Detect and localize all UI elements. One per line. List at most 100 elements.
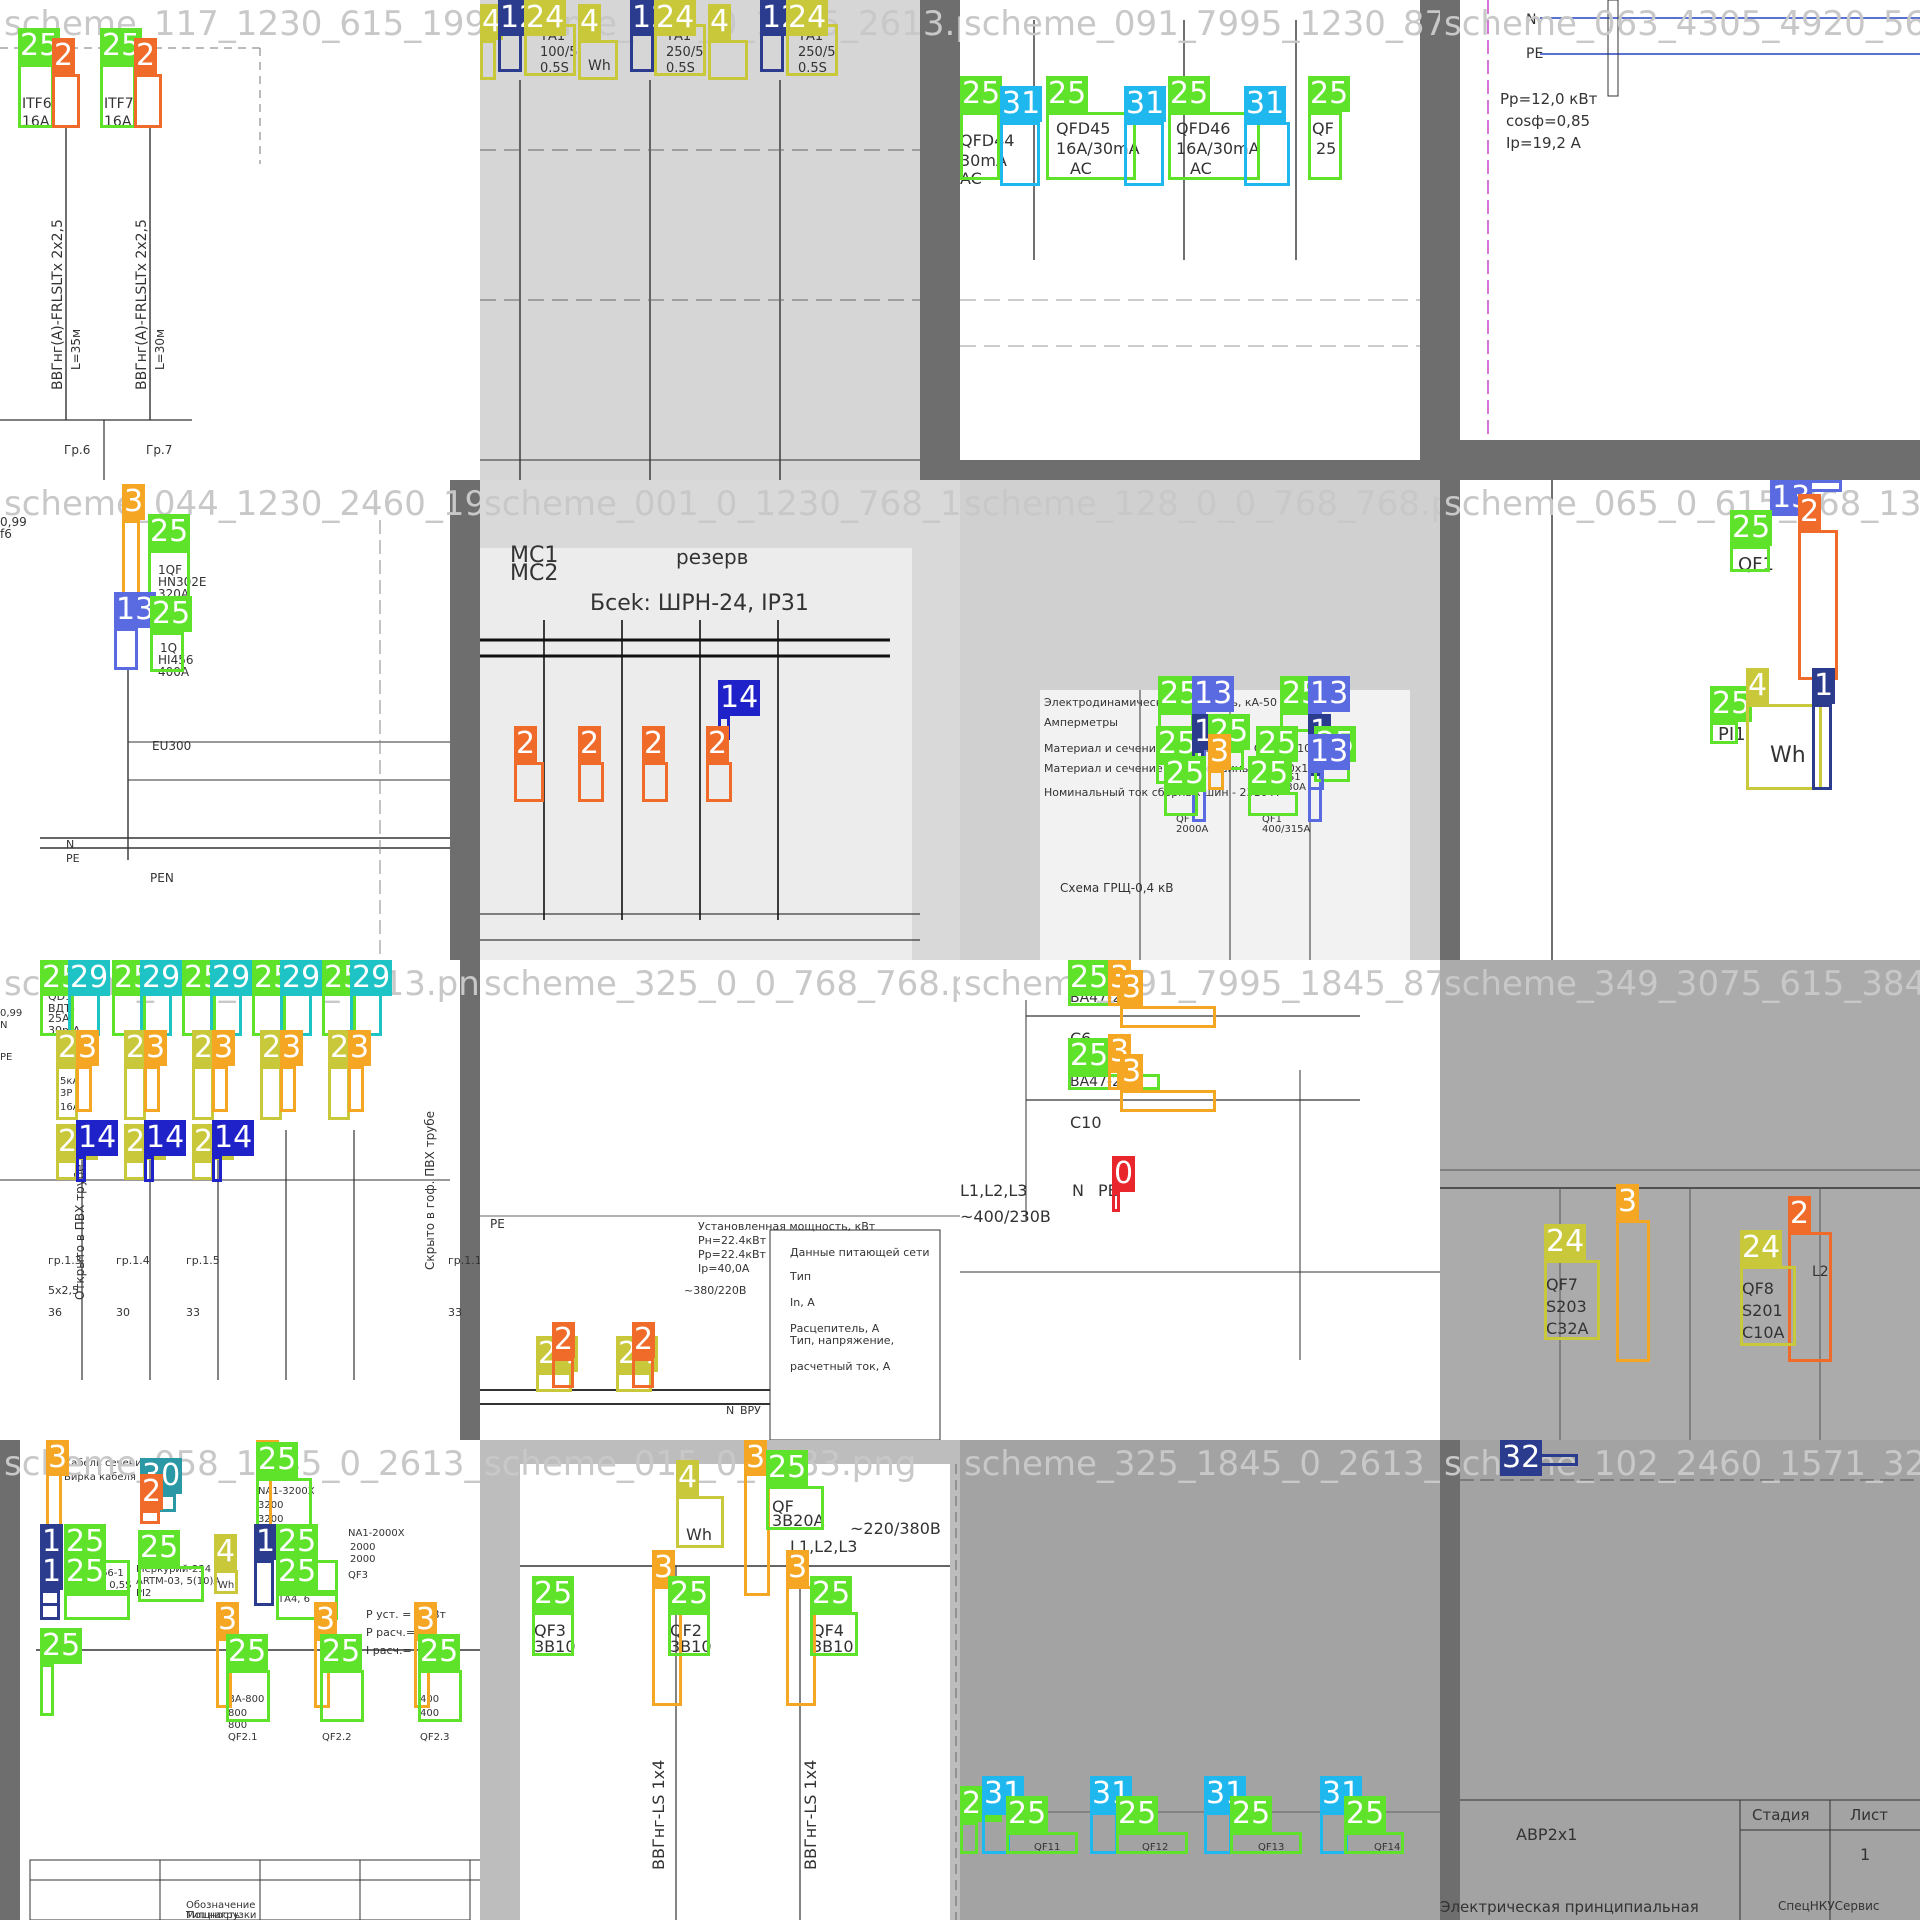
scheme-label: Гр.7: [146, 443, 172, 457]
class-id-label: 31: [1244, 86, 1287, 122]
class-id-label: 25: [1006, 1796, 1049, 1832]
detection-box: [18, 64, 54, 128]
scheme-label: АВР2х1: [1516, 1825, 1577, 1844]
scheme-label: 2000: [350, 1542, 375, 1553]
scheme-label: Wh: [588, 58, 611, 74]
scheme-label: ITF7: [104, 96, 134, 112]
detection-box: [766, 1486, 824, 1530]
scheme-label: 250/5: [666, 45, 703, 60]
detection-box: [124, 1160, 146, 1180]
scheme-label: Амперметры: [1044, 716, 1118, 729]
class-id-label: 29: [140, 960, 183, 996]
detection-box: [418, 1670, 462, 1722]
scheme-label: N: [1526, 12, 1536, 28]
class-id-label: 3: [314, 1602, 338, 1638]
scheme-label: QF3: [348, 1570, 368, 1581]
scheme-label: гр.1.4: [116, 1254, 150, 1267]
scheme-label: L=30м: [153, 329, 167, 370]
class-id-label: 29: [280, 960, 323, 996]
detection-box: [1116, 1832, 1188, 1854]
detection-box: [1120, 1006, 1216, 1028]
scheme-label: ВРУ: [740, 1404, 761, 1417]
scheme-label: ~380/220В: [684, 1284, 746, 1297]
scheme-label: Открыто в ПВХ трубе: [73, 1164, 87, 1300]
scheme-label: 3P: [60, 1088, 72, 1099]
class-id-label: 25: [1068, 960, 1111, 996]
scheme-label: MC2: [510, 561, 558, 586]
class-id-label: 13: [1192, 676, 1235, 712]
class-id-label: 3: [216, 1602, 240, 1638]
class-id-label: 14: [212, 1120, 255, 1156]
detection-box: [1120, 1090, 1216, 1112]
class-id-label: 3: [46, 1440, 70, 1476]
class-id-label: 25: [40, 1628, 83, 1664]
class-id-label: 25: [226, 1634, 269, 1670]
scheme-label: 25: [1316, 139, 1336, 158]
detection-box: [1090, 1812, 1118, 1854]
scheme-label: N: [1072, 1181, 1084, 1200]
scheme-label: ITF6: [22, 96, 52, 112]
scheme-label: QF2: [670, 1621, 702, 1640]
scheme-label: 1: [1860, 1845, 1870, 1864]
class-id-label: 2: [706, 726, 730, 762]
scheme-label: 800: [228, 1720, 247, 1731]
scheme-label: гр.1.5: [186, 1254, 220, 1267]
scheme-label: Схема ГРЩ-0,4 кВ: [1060, 881, 1173, 895]
class-id-label: 14: [718, 680, 761, 716]
scheme-label: QF8: [1742, 1279, 1774, 1298]
detection-box: [114, 628, 138, 670]
scheme-label: 16A: [60, 1102, 80, 1113]
scheme-label: S201: [1742, 1301, 1783, 1320]
scheme-label: 3В20А: [772, 1511, 825, 1530]
scheme-label: ~400/230В: [960, 1207, 1051, 1226]
scheme-label: f6: [0, 527, 12, 541]
detection-box: [76, 1156, 86, 1182]
class-id-label: 29: [68, 960, 111, 996]
class-id-label: 25: [1730, 510, 1773, 546]
scheme-label: QF7: [1546, 1275, 1578, 1294]
class-id-label: 3: [414, 1602, 438, 1638]
class-id-label: 2: [642, 726, 666, 762]
scheme-label: P расч.=: [366, 1626, 415, 1639]
scheme-label: PE: [1526, 46, 1543, 62]
scheme-label: ВВГнг(А)-FRLSLTx 2х2,5: [50, 219, 66, 390]
scheme-label: S203: [1546, 1297, 1587, 1316]
class-id-label: 29: [350, 960, 393, 996]
scheme-label: QF12: [1142, 1842, 1168, 1853]
class-id-label: 13: [1308, 734, 1351, 770]
scheme-label: Тип, напряжение,: [789, 1334, 894, 1347]
detection-box: [52, 74, 80, 128]
class-id-label: 25: [418, 1634, 461, 1670]
scheme-label: MC1: [510, 543, 558, 568]
scheme-label: QF: [772, 1497, 794, 1516]
scheme-label: C32A: [1546, 1319, 1589, 1338]
class-id-label: 3: [280, 1030, 304, 1066]
class-id-label: 1: [1812, 668, 1836, 704]
detection-box: [1000, 122, 1040, 186]
class-id-label: 25: [64, 1554, 107, 1590]
scheme-label: C10: [1070, 1113, 1102, 1132]
class-id-label: 25: [532, 1576, 575, 1612]
scheme-label: QF1: [1262, 814, 1282, 825]
detection-box: [578, 40, 618, 80]
class-id-label: 25: [320, 1634, 363, 1670]
scheme-label: ВА-800: [228, 1694, 264, 1705]
class-id-label: 25: [668, 1576, 711, 1612]
scheme-label: PE: [66, 852, 80, 865]
scheme-label: QF4: [812, 1621, 844, 1640]
detection-box: [1112, 1192, 1120, 1212]
detection-box: [226, 1670, 270, 1722]
scheme-label: 5кА: [60, 1076, 79, 1087]
class-id-label: 25: [1164, 756, 1207, 792]
scheme-label: 2000A: [1176, 824, 1208, 835]
scheme-label: 0,99: [0, 1008, 22, 1019]
class-id-label: 3: [76, 1030, 100, 1066]
class-id-label: 3: [1616, 1184, 1640, 1220]
scheme-label: 3В10: [812, 1637, 854, 1656]
scheme-label: Ip=19,2 A: [1506, 134, 1582, 152]
detection-box: [320, 1670, 364, 1722]
scheme-label: Ip=40,0A: [698, 1262, 750, 1275]
scheme-tile: ВА47-29-1C6ВА47-29-1C10L1,L2,L3~400/230В…: [960, 960, 1440, 1440]
